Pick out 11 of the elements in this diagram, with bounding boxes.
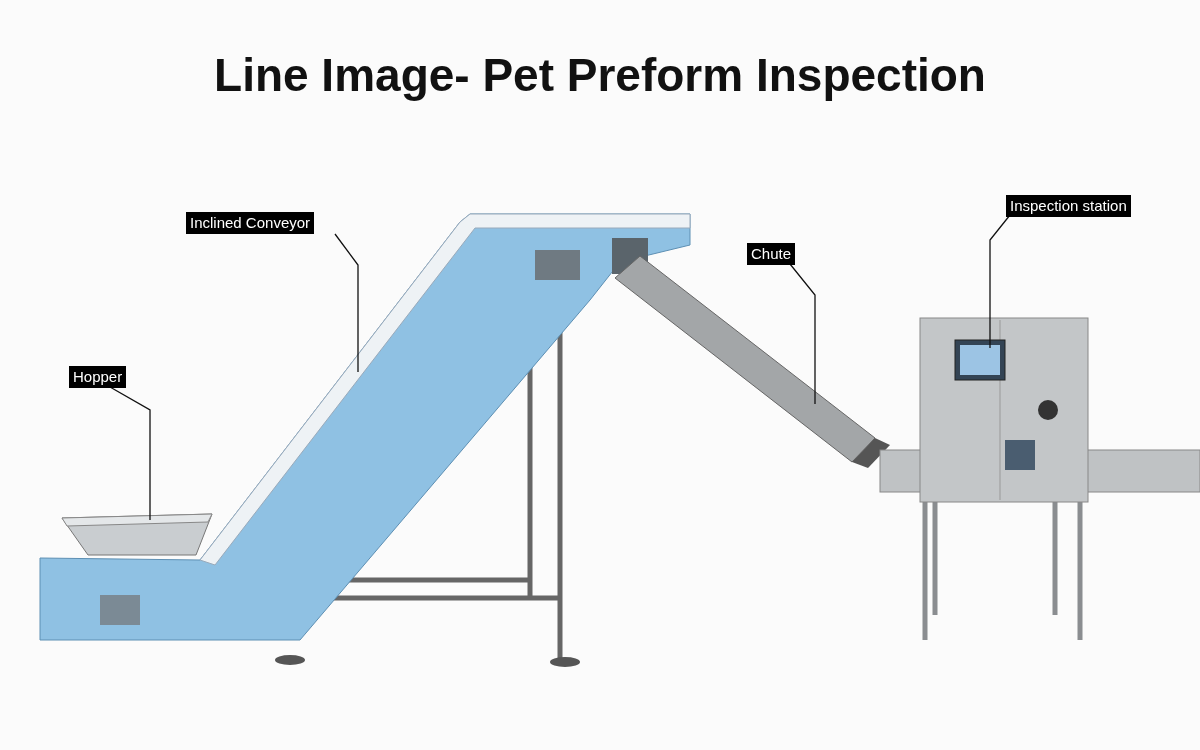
hopper-drawing <box>61 513 213 556</box>
leader-line <box>789 263 816 405</box>
callout-label: Chute <box>747 243 796 265</box>
inspection-station-drawing <box>879 317 1200 643</box>
callout-label: Inclined Conveyor <box>186 212 315 234</box>
title: Line Image- Pet Preform Inspection <box>214 49 986 101</box>
leader-line <box>109 386 151 521</box>
inclined-conveyor-drawing <box>39 213 691 667</box>
callout-label: Hopper <box>69 366 127 388</box>
callout-label: Inspection station <box>1006 195 1131 217</box>
leader-line <box>334 233 359 373</box>
